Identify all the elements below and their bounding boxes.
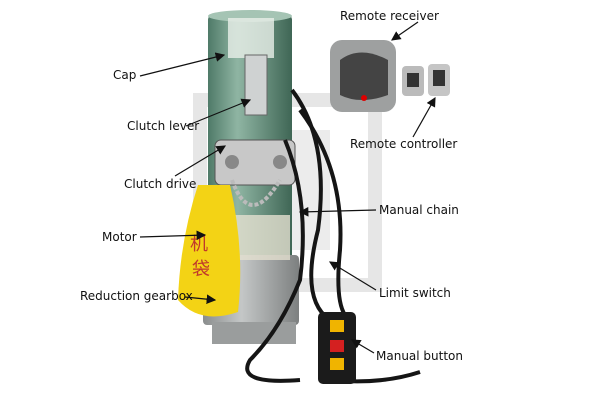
label-limit-switch: Limit switch: [379, 286, 451, 300]
svg-text:机: 机: [190, 234, 208, 255]
label-clutch-drive: Clutch drive: [124, 177, 197, 191]
label-remote-receiver: Remote receiver: [340, 9, 439, 23]
label-remote-controller: Remote controller: [350, 137, 458, 151]
label-manual-chain: Manual chain: [379, 203, 459, 217]
remote-controllers: [402, 64, 450, 96]
label-reduction-gearbox: Reduction gearbox: [80, 289, 193, 303]
label-manual-button: Manual button: [376, 349, 463, 363]
label-motor: Motor: [102, 230, 137, 244]
label-clutch-lever: Clutch lever: [127, 119, 200, 133]
yellow-bag: [178, 185, 241, 317]
cables: [245, 88, 421, 384]
manual-button-box: [318, 312, 356, 384]
pointer-arrows: [139, 21, 436, 354]
label-cap: Cap: [113, 68, 137, 82]
svg-text:袋: 袋: [192, 259, 210, 280]
remote-receiver: [330, 40, 396, 112]
